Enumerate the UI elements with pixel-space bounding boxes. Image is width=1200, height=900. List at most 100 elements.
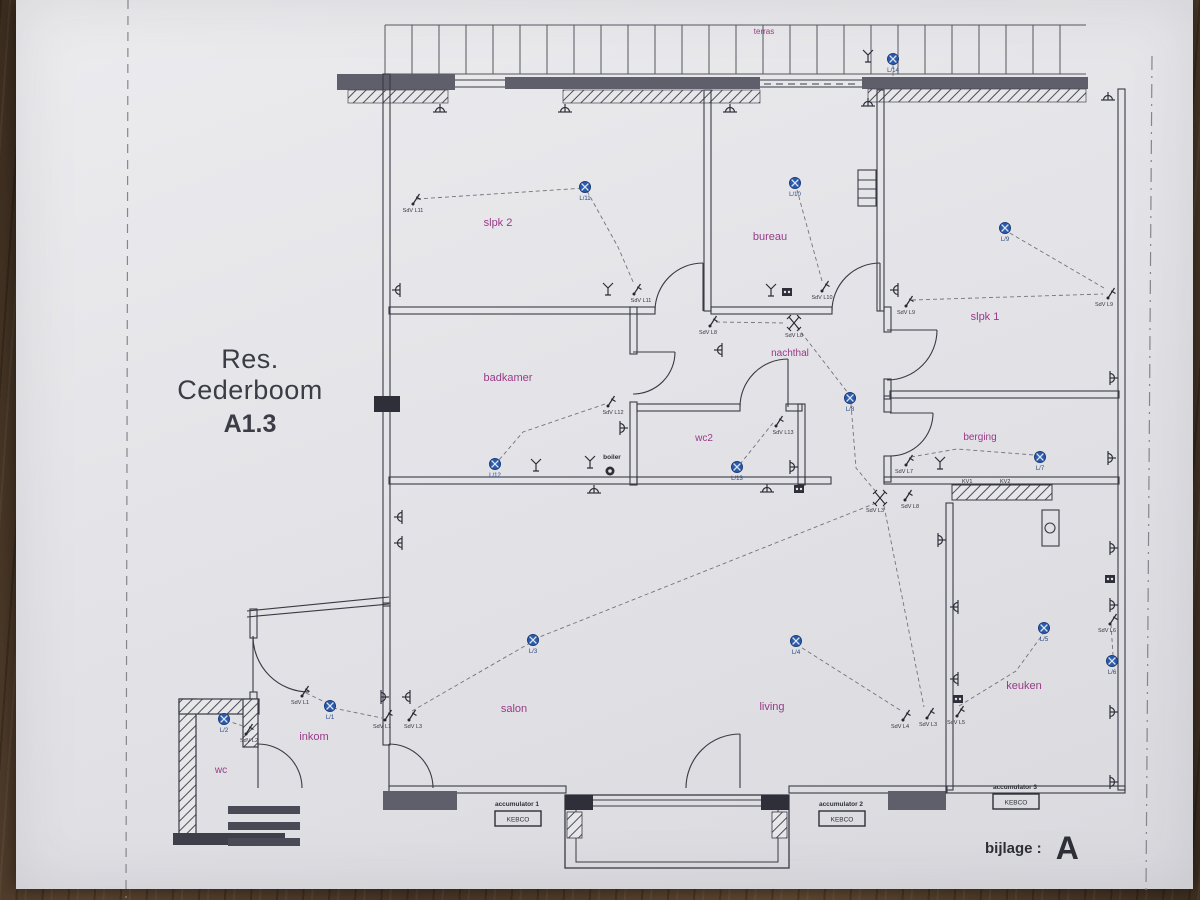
accumulator-box-text: KEBCO [1005, 800, 1028, 807]
room-label: living [759, 701, 784, 713]
switch-icon: SdV L7 [895, 454, 914, 475]
socket-icon [760, 484, 774, 493]
switch-icon: SdV L9 [897, 295, 915, 316]
double-socket-icon [953, 695, 963, 703]
light-label: L/7 [1036, 466, 1045, 472]
plan-title: Res. Cederboom A1.3 [150, 344, 350, 439]
wire [910, 448, 1035, 458]
accumulator-label: accumulator 1 [495, 801, 539, 808]
switch-icon: SdV L8 [699, 315, 718, 336]
antenna-socket-icon [584, 455, 596, 469]
light-label: L/14 [887, 68, 899, 74]
light-label: L/5 [1040, 637, 1049, 643]
switch-label: SdV L8 [785, 333, 803, 339]
switch-icon: SdV L11 [631, 283, 652, 304]
accumulator-box-text: KEBCO [507, 817, 530, 824]
socket-icon [937, 533, 946, 547]
socket-icon [1109, 371, 1118, 385]
antenna-socket-icon [765, 283, 777, 297]
antenna-socket-icon [934, 456, 946, 470]
socket-icon [950, 600, 959, 614]
socket-icon [587, 485, 601, 494]
double-socket-icon [1105, 575, 1115, 583]
room-label: slpk 1 [971, 311, 1000, 323]
socket-icon [1101, 92, 1115, 101]
switch-label: SdV L11 [403, 208, 424, 214]
switch-icon: SdV L9 [1095, 287, 1116, 308]
room-label: keuken [1006, 680, 1041, 692]
kv-label: KV2 [1000, 479, 1010, 485]
residence-name: Res. Cederboom [177, 344, 323, 406]
wire [796, 189, 823, 282]
switch-icon: SdV L5 [947, 705, 965, 726]
light-point: L/6 [1106, 655, 1118, 676]
unit-number: A1.3 [223, 410, 277, 439]
wire [305, 692, 330, 705]
switch-icon: SdV L10 [811, 280, 833, 301]
switch-icon: SdV L2 [240, 723, 258, 744]
wire [416, 187, 586, 200]
switch-icon: SdV L3 [404, 709, 422, 730]
wire [715, 321, 787, 324]
switch-label: SdV L12 [602, 410, 623, 416]
switch-icon: SdV L12 [602, 395, 624, 416]
light-label: L/11 [579, 196, 591, 202]
accumulator-unit: accumulator 1 KEBCO [494, 801, 542, 827]
wire [740, 422, 774, 464]
socket-icon [392, 283, 401, 297]
light-point: L/14 [887, 53, 899, 74]
light-label: L/6 [1108, 670, 1117, 676]
socket-icon [1109, 598, 1118, 612]
boiler-label: boiler [603, 454, 621, 461]
switch-label: SdV L13 [772, 430, 793, 436]
light-point: L/13 [731, 461, 743, 482]
socket-icon [402, 690, 411, 704]
switch-icon: SdV L13 [772, 415, 794, 436]
switch-label: SdV L4 [891, 724, 909, 730]
wire [1007, 231, 1105, 289]
light-point: L/8 [844, 392, 856, 413]
double-socket-icon [794, 485, 804, 493]
light-point: L/5 [1038, 622, 1050, 643]
socket-icon [723, 104, 737, 113]
switch-label: SdV L3 [866, 508, 884, 514]
socket-icon [1109, 541, 1118, 555]
wire [227, 720, 244, 727]
switch-label: SdV L5 [947, 720, 965, 726]
wire [850, 403, 878, 494]
wire [536, 502, 877, 639]
antenna-socket-icon [530, 458, 542, 472]
room-label: salon [501, 703, 527, 715]
switch-icon: SdV L4 [891, 709, 911, 730]
switch-icon: SdV L1 [291, 685, 310, 706]
switch-label: SdV L9 [897, 310, 915, 316]
bijlage-label: bijlage : [985, 840, 1042, 857]
antenna-socket-icon [862, 49, 874, 63]
light-label: L/8 [846, 407, 855, 413]
room-label: badkamer [484, 372, 533, 384]
bijlage-value: A [1055, 830, 1079, 866]
wire [498, 403, 606, 461]
light-point: L/12 [489, 458, 501, 479]
switch-label: SdV L1 [291, 700, 309, 706]
wire [1110, 623, 1114, 656]
room-label: wc2 [694, 433, 713, 444]
room-label: nachthal [771, 348, 809, 359]
switch-icon: SdV L1 [373, 709, 393, 730]
switch-icon: SdV L6 [1098, 613, 1118, 634]
switch-label: SdV L11 [631, 298, 652, 304]
light-label: L/4 [792, 650, 801, 656]
switch-label: SdV L3 [404, 724, 422, 730]
switch-label: SdV L6 [1098, 628, 1116, 634]
accumulator-label: accumulator 3 [993, 784, 1037, 791]
wire [796, 326, 849, 394]
antenna-socket-icon [602, 282, 614, 296]
socket-icon [433, 104, 447, 113]
wire [958, 633, 1044, 707]
switch-label: SdV L8 [901, 504, 919, 510]
accumulator-box-text: KEBCO [831, 817, 854, 824]
wire [411, 642, 531, 712]
